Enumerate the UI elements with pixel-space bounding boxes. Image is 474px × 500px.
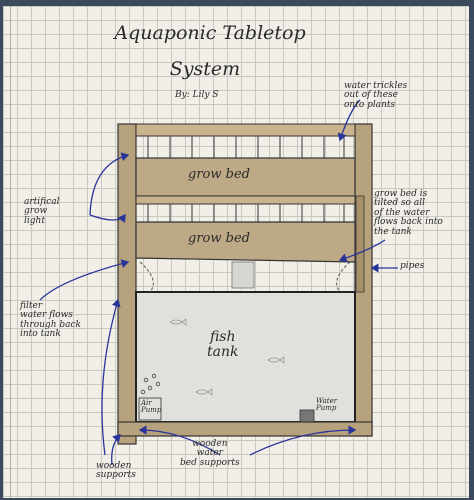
middle-pipe-bar xyxy=(135,195,356,205)
label-water-pump: Water Pump xyxy=(316,397,338,413)
label-wooden-water-bed-supports: wooden water bed supports xyxy=(180,439,240,468)
air-bubbles xyxy=(140,373,161,395)
label-air-pump: Air Pump xyxy=(141,399,162,415)
paper-margin-line xyxy=(10,6,11,498)
label-grow-bed-bottom: grow bed xyxy=(188,231,250,246)
arrow-filter-water xyxy=(39,259,130,301)
arrow-grow-light-top xyxy=(89,152,130,216)
pipes xyxy=(355,195,365,293)
label-water-trickles: water trickles out of these onto plants xyxy=(344,81,408,110)
label-wooden-supports: wooden supports xyxy=(96,461,136,481)
arrow-grow-bed-tilted xyxy=(338,239,386,263)
filter-water-flow xyxy=(231,261,255,289)
label-grow-bed-tilted: grow bed is tilted so all of the water f… xyxy=(374,189,443,237)
label-pipes: pipes xyxy=(400,261,425,271)
diagram-title-line1: Aquaponic Tabletop xyxy=(114,22,306,44)
middle-drip-nozzles xyxy=(147,204,345,222)
bottom-wooden-support-bar xyxy=(117,421,373,437)
label-fish-tank: fish tank xyxy=(207,329,239,360)
grow-bed-top xyxy=(135,157,356,197)
top-drip-nozzles xyxy=(147,136,345,158)
label-artificial-grow-light: artifical grow light xyxy=(24,197,60,226)
arrow-grow-light-bottom xyxy=(89,213,126,223)
diagram-byline: By: Lily S xyxy=(175,90,219,100)
top-pipe-bar xyxy=(135,123,356,137)
filter-dashed-curves xyxy=(139,261,351,293)
arrow-bed-supports-left xyxy=(138,425,221,456)
arrow-wooden-supports-left xyxy=(101,298,121,456)
annotation-arrows xyxy=(39,99,398,466)
arrow-water-trickles xyxy=(337,99,361,142)
arrow-wooden-supports-bottom xyxy=(111,434,121,466)
left-wooden-support xyxy=(117,123,137,445)
water-pump xyxy=(299,409,315,423)
label-filter-water: filter water flows through back into tan… xyxy=(20,301,81,340)
air-pump xyxy=(138,397,162,421)
diagram-title-line2: System xyxy=(169,58,241,80)
grow-bed-bottom xyxy=(135,221,356,263)
fish-tank xyxy=(135,291,356,423)
fish-sketches xyxy=(169,318,285,396)
label-grow-bed-top: grow bed xyxy=(188,167,250,182)
arrow-bed-supports-right xyxy=(249,425,357,456)
